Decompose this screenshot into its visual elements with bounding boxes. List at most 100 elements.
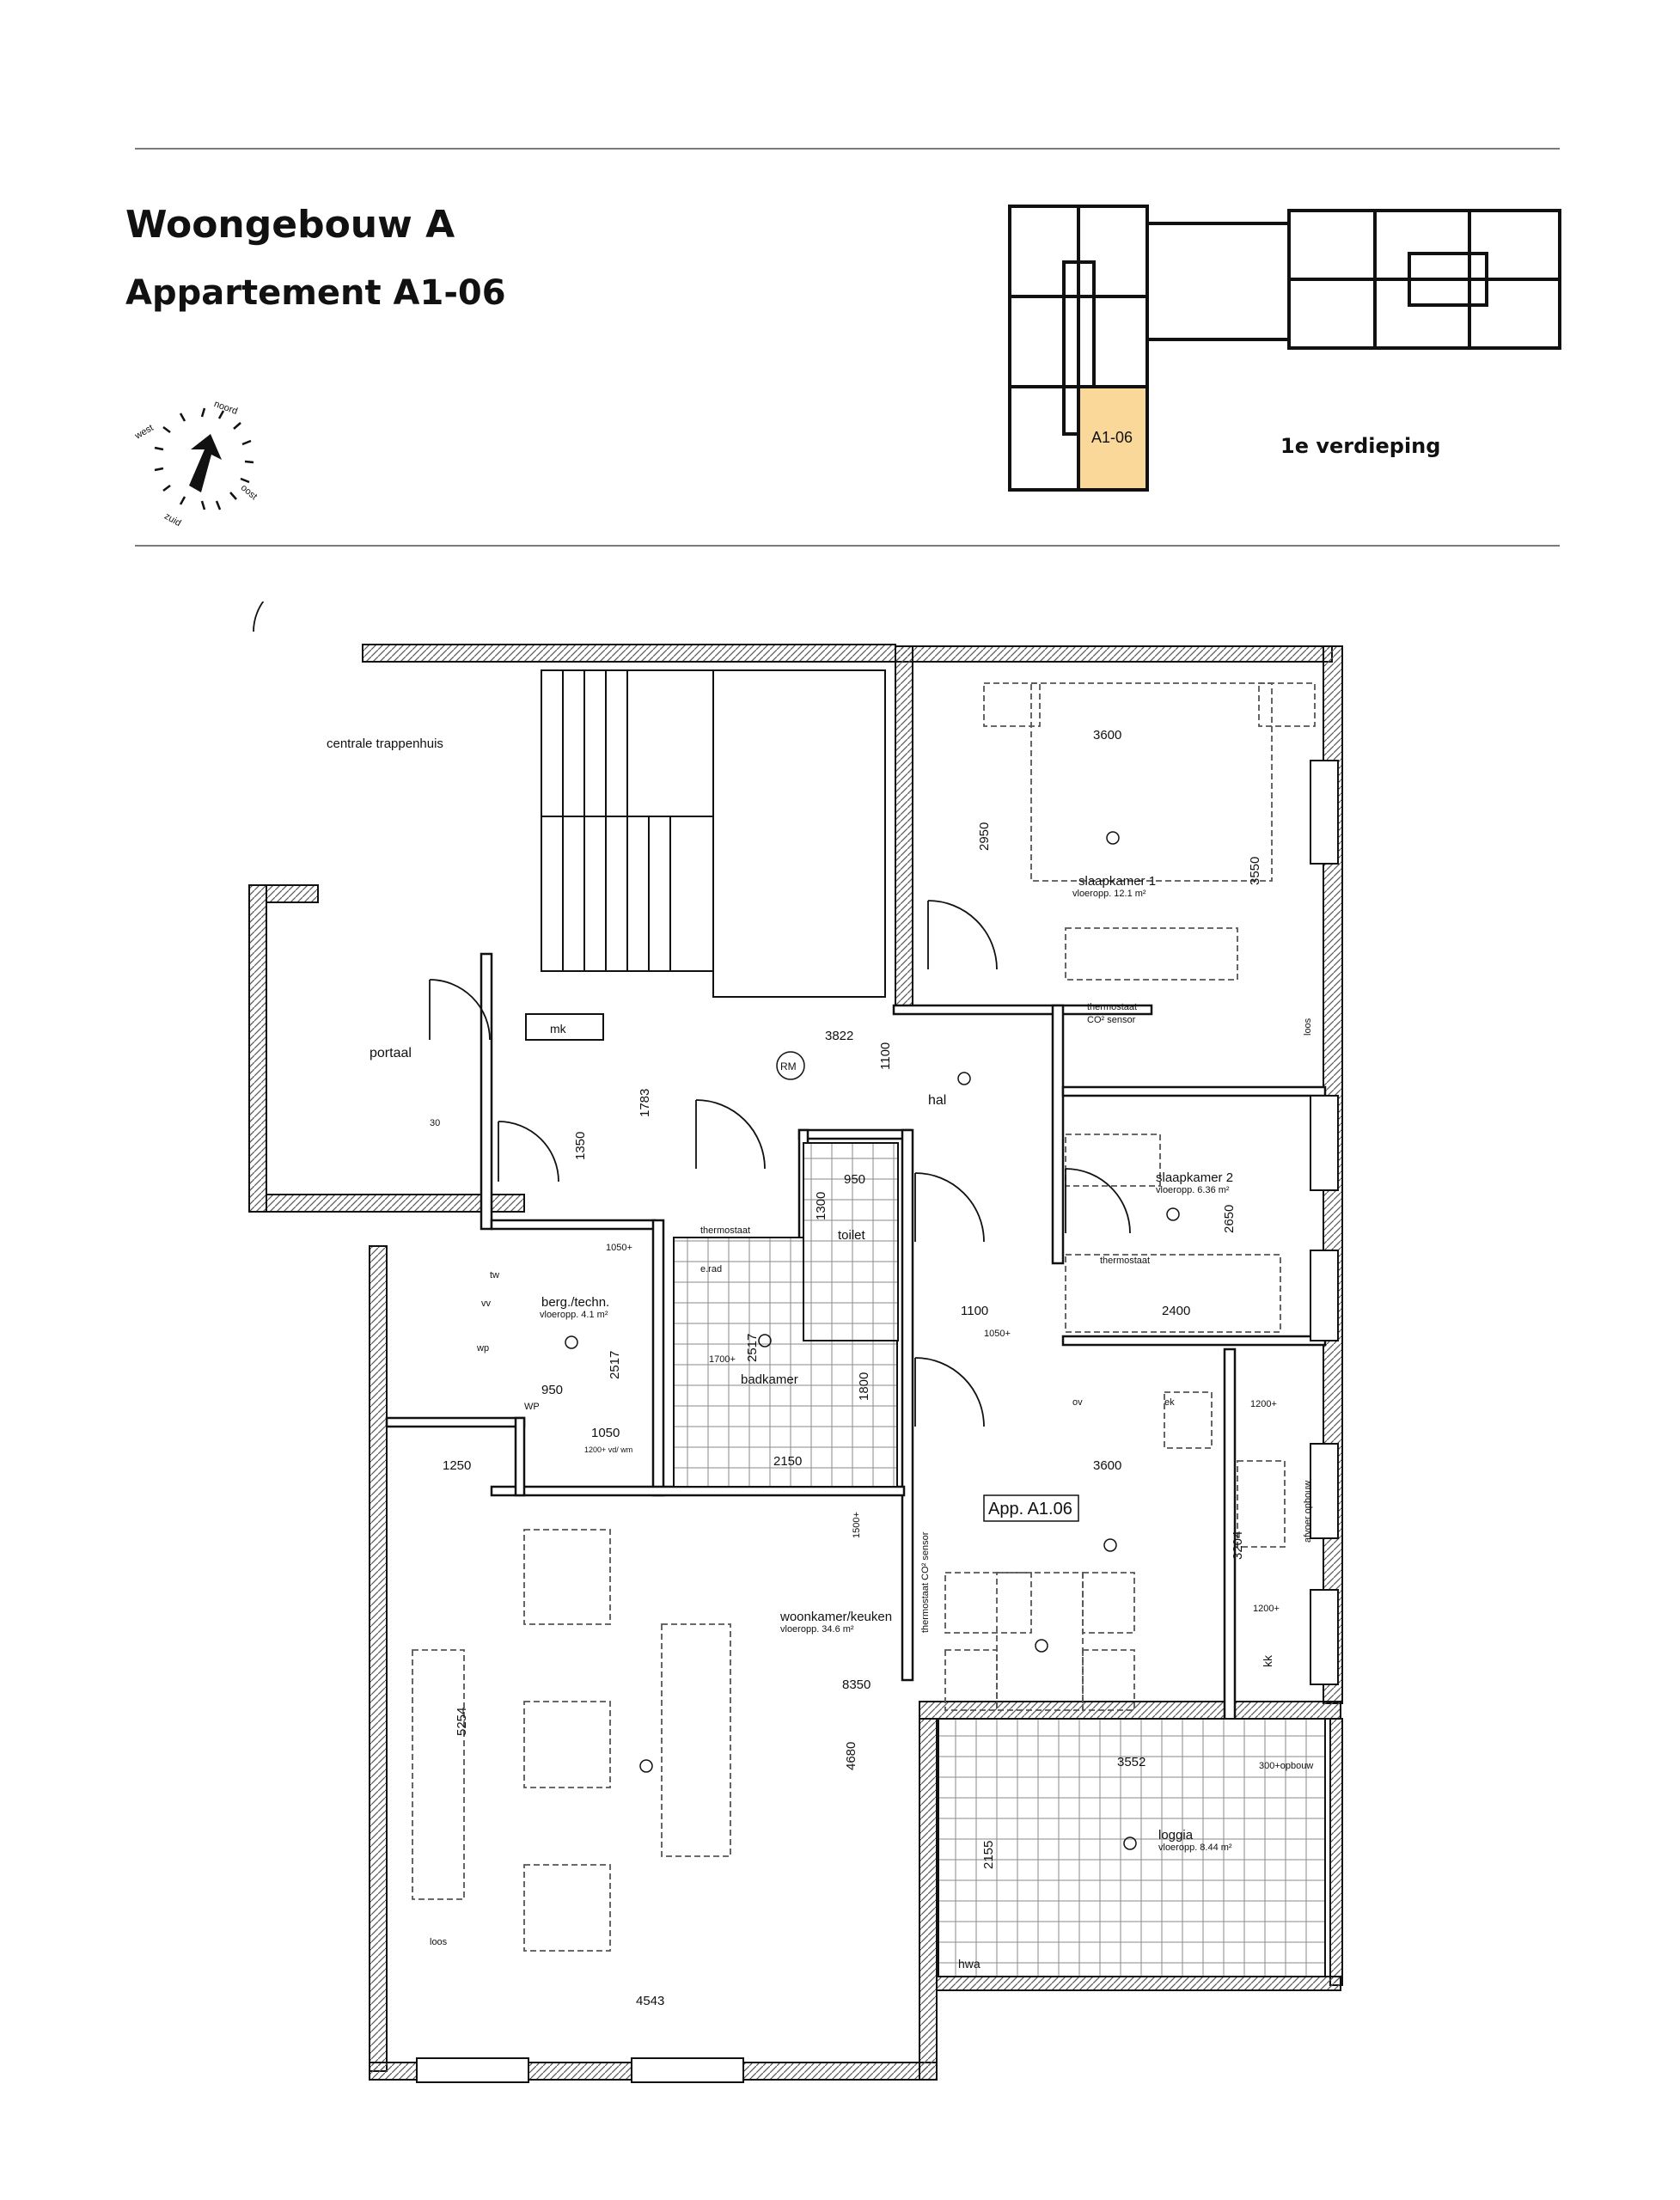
dim-3204: 3204 <box>1231 1531 1245 1560</box>
floor-plan: centrale trappenhuis portaal hal slaapka… <box>248 602 1343 2083</box>
dim-2517-bad: 2517 <box>745 1334 760 1362</box>
keyplan-unit-label: A1-06 <box>1091 429 1133 446</box>
hal-label: hal <box>928 1093 946 1108</box>
h1500: 1500+ <box>852 1512 862 1538</box>
berging-label: berg./techn. <box>541 1295 609 1310</box>
rm-marker <box>776 1051 805 1080</box>
apartment-tag-box <box>983 1494 1079 1522</box>
woonkamer-label: woonkamer/keuken <box>779 1610 892 1624</box>
dim-5254: 5254 <box>455 1708 469 1736</box>
windows <box>416 760 1339 2083</box>
thermostaat-bed2: thermostaat <box>1100 1256 1150 1266</box>
thermostaat-woon: thermostaat CO² sensor <box>920 1531 931 1633</box>
furniture <box>412 682 1316 1952</box>
exterior-walls <box>248 644 1343 2081</box>
dim-950-toilet: 950 <box>844 1172 865 1187</box>
stairwell-label: centrale trappenhuis <box>327 736 443 751</box>
dim-3550: 3550 <box>1248 857 1262 885</box>
light-icon <box>957 1072 971 1085</box>
hwa-label: hwa <box>958 1957 981 1971</box>
slaapkamer1-area: vloeropp. 12.1 m² <box>1072 889 1146 899</box>
dim-4543: 4543 <box>636 1994 664 2008</box>
apartment-tag: App. A1.06 <box>988 1500 1072 1519</box>
light-fixtures <box>565 831 1180 1850</box>
loos-woon: loos <box>430 1937 448 1947</box>
slaapkamer2-label: slaapkamer 2 <box>1156 1170 1233 1185</box>
loggia-label: loggia <box>1158 1828 1194 1842</box>
dim-1050: 1050 <box>591 1426 620 1440</box>
compass-east-label: oost <box>239 483 260 503</box>
key-plan: A1-06 <box>1008 205 1561 492</box>
compass-arrow-icon <box>189 434 222 492</box>
h300: 300+opbouw <box>1259 1761 1313 1771</box>
doors <box>253 602 1131 1427</box>
h1200-kk: 1200+ <box>1253 1604 1280 1614</box>
light-icon <box>1035 1639 1048 1653</box>
light-icon <box>565 1335 578 1349</box>
floor-label: 1e verdieping <box>1280 434 1441 458</box>
dim-2400: 2400 <box>1162 1304 1190 1318</box>
slaapkamer1-label: slaapkamer 1 <box>1078 874 1156 889</box>
tw-label: tw <box>490 1270 499 1280</box>
loggia-tiles <box>938 1718 1326 1977</box>
berging-area: vloeropp. 4.1 m² <box>540 1310 608 1320</box>
dim-3600-bed: 3600 <box>1093 728 1121 742</box>
dim-1100-mid: 1100 <box>961 1304 988 1318</box>
compass-south-label: zuid <box>162 511 182 529</box>
h1050-berg: 1050+ <box>606 1243 632 1253</box>
dim-3600-kitchen: 3600 <box>1093 1458 1121 1473</box>
dim-1250: 1250 <box>443 1458 471 1473</box>
kk-label: kk <box>1261 1654 1274 1667</box>
compass-ticks <box>154 407 254 510</box>
compass-west-label: west <box>132 423 155 442</box>
dim-1350: 1350 <box>573 1132 588 1160</box>
dim-1800: 1800 <box>857 1372 871 1401</box>
light-icon <box>639 1759 653 1773</box>
dim-1100-hal: 1100 <box>878 1042 893 1070</box>
dim-2517-berg: 2517 <box>608 1351 622 1379</box>
light-icon <box>1166 1207 1180 1221</box>
stairs <box>541 669 886 998</box>
dim-1783: 1783 <box>638 1089 652 1117</box>
dim-3822: 3822 <box>825 1029 853 1043</box>
header-bottom-rule <box>135 545 1560 547</box>
light-icon <box>1103 1538 1117 1552</box>
dim-2150: 2150 <box>773 1454 802 1469</box>
top-rule <box>135 148 1560 150</box>
dim-3552: 3552 <box>1117 1755 1145 1769</box>
light-icon <box>758 1334 772 1348</box>
mk-label: mk <box>550 1022 567 1036</box>
dim-8350: 8350 <box>842 1678 871 1692</box>
erad-label: e.rad <box>700 1264 722 1274</box>
badkamer-label: badkamer <box>741 1372 798 1387</box>
toilet-label: toilet <box>838 1228 866 1243</box>
ov-label: ov <box>1072 1397 1083 1408</box>
ek-label: ek <box>1164 1397 1175 1408</box>
dim-2650: 2650 <box>1222 1205 1237 1233</box>
slaapkamer2-area: vloeropp. 6.36 m² <box>1156 1185 1230 1195</box>
h1050-hal: 1050+ <box>984 1329 1011 1339</box>
toilet-tiles <box>803 1142 899 1341</box>
wp-label: wp <box>476 1343 489 1354</box>
thermostaat-bad: thermostaat <box>700 1225 750 1236</box>
dim-2950: 2950 <box>977 822 992 851</box>
apartment-subtitle: Appartement A1-06 <box>125 273 506 313</box>
thermostaat-bed1: thermostaat <box>1087 1002 1137 1012</box>
vd-wm: 1200+ vd/ wm <box>584 1445 632 1454</box>
light-icon <box>1106 831 1120 845</box>
dim-1700: 1700+ <box>709 1354 736 1365</box>
building-title: Woongebouw A <box>125 203 455 247</box>
dim-4680: 4680 <box>844 1742 858 1770</box>
mk-box <box>525 1013 604 1041</box>
compass-north-label: noord <box>212 400 239 417</box>
dim-1300: 1300 <box>814 1192 828 1220</box>
wp-lower-label: WP <box>524 1402 540 1412</box>
dim-950-berg: 950 <box>541 1383 563 1397</box>
light-icon <box>1123 1836 1137 1850</box>
loos-bed1: loos <box>1303 1018 1313 1036</box>
vv-label: vv <box>481 1299 492 1309</box>
keyplan-unit-highlight <box>1077 385 1149 492</box>
compass-rose: west noord oost zuid <box>132 400 260 529</box>
portaal-label: portaal <box>370 1046 412 1060</box>
co2-bed1: CO² sensor <box>1087 1015 1136 1025</box>
